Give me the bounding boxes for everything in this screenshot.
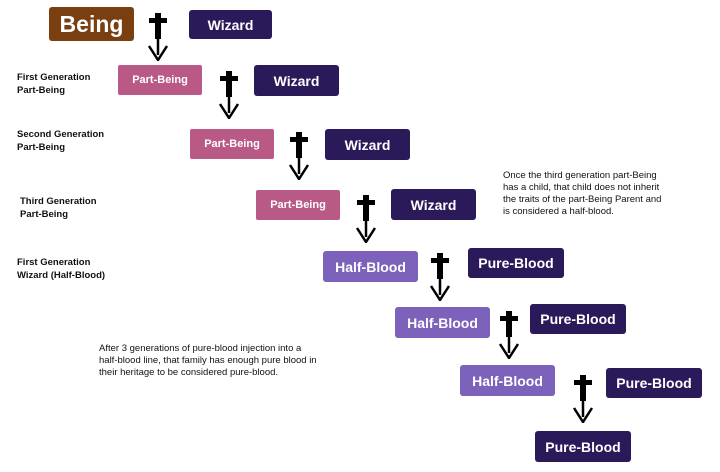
- note-pure-blood-injection: After 3 generations of pure-blood inject…: [99, 343, 317, 378]
- part-being-box-1: Part-Being: [118, 65, 202, 95]
- wizard-box-4: Wizard: [391, 189, 476, 220]
- cross-arrow-icon: [355, 195, 377, 243]
- cross-arrow-icon: [218, 71, 240, 119]
- wizard-box-2: Wizard: [254, 65, 339, 96]
- part-being-box-3: Part-Being: [256, 190, 340, 220]
- pure-blood-box-3: Pure-Blood: [606, 368, 702, 398]
- pure-blood-box-2: Pure-Blood: [530, 304, 626, 334]
- pure-blood-box-final: Pure-Blood: [535, 431, 631, 462]
- wizard-box-1: Wizard: [189, 10, 272, 39]
- part-being-box-2: Part-Being: [190, 129, 274, 159]
- cross-arrow-icon: [572, 375, 594, 423]
- cross-arrow-icon: [147, 13, 169, 61]
- cross-arrow-icon: [429, 253, 451, 301]
- wizard-box-3: Wizard: [325, 129, 410, 160]
- being-box: Being: [49, 7, 134, 41]
- cross-arrow-icon: [498, 311, 520, 359]
- half-blood-box-3: Half-Blood: [460, 365, 555, 396]
- pure-blood-box-1: Pure-Blood: [468, 248, 564, 278]
- cross-arrow-icon: [288, 132, 310, 180]
- half-blood-box-1: Half-Blood: [323, 251, 418, 282]
- half-blood-box-2: Half-Blood: [395, 307, 490, 338]
